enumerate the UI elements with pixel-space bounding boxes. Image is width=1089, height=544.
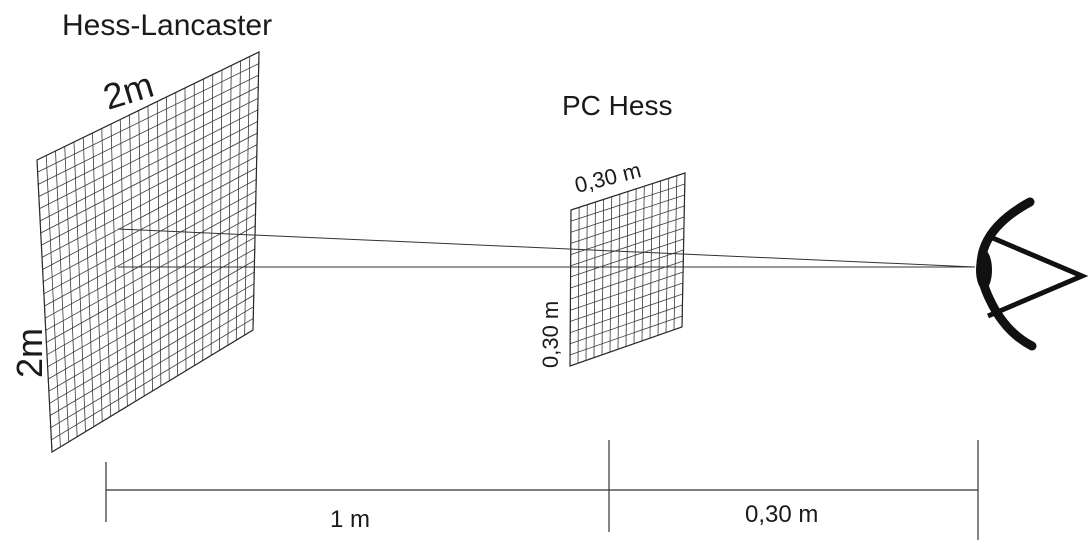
grid-line: [673, 175, 678, 330]
grid-line: [184, 87, 187, 371]
hess-lancaster-title: Hess-Lancaster: [62, 9, 272, 42]
grid-line: [219, 69, 223, 351]
grid-line: [570, 293, 683, 333]
grid-line: [50, 306, 254, 429]
grid-line: [570, 271, 684, 311]
grid-line: [166, 96, 170, 381]
pc-hess-title: PC Hess: [562, 90, 672, 121]
grid-frame: [36, 51, 260, 454]
grid-line: [657, 180, 661, 336]
grid-line: [569, 315, 683, 356]
eye-icon: [976, 197, 1089, 351]
grid-line: [227, 65, 232, 346]
grid-line: [633, 188, 637, 344]
grid-line: [570, 282, 683, 322]
small-screen-height-label: 0,30 m: [538, 301, 563, 368]
grid-line: [649, 183, 653, 339]
grid-line: [156, 101, 162, 386]
grid-line: [44, 190, 257, 307]
grid-line: [235, 60, 241, 341]
grid-line: [51, 318, 254, 441]
sight-line-upper: [117, 228, 976, 268]
grid-line: [202, 78, 204, 361]
grid-line: [244, 56, 251, 336]
large-screen-height-label: 2m: [9, 328, 50, 378]
grid-line: [570, 249, 684, 289]
large-screen-width-label: 2m: [98, 64, 158, 118]
grid-frame: [569, 172, 686, 367]
grid-line: [570, 304, 683, 345]
pc-hess-screen: [569, 172, 686, 367]
small-screen-width-label: 0,30 m: [572, 157, 643, 198]
hess-lancaster-screen: [36, 51, 260, 454]
grid-line: [665, 178, 670, 333]
distance-dimension: [105, 440, 979, 540]
grid-line: [49, 294, 254, 416]
grid-line: [641, 186, 645, 341]
distance-screen-to-pc-label: 1 m: [330, 506, 370, 533]
grid-line: [49, 283, 255, 404]
distance-pc-to-eye-label: 0,30 m: [745, 501, 818, 528]
